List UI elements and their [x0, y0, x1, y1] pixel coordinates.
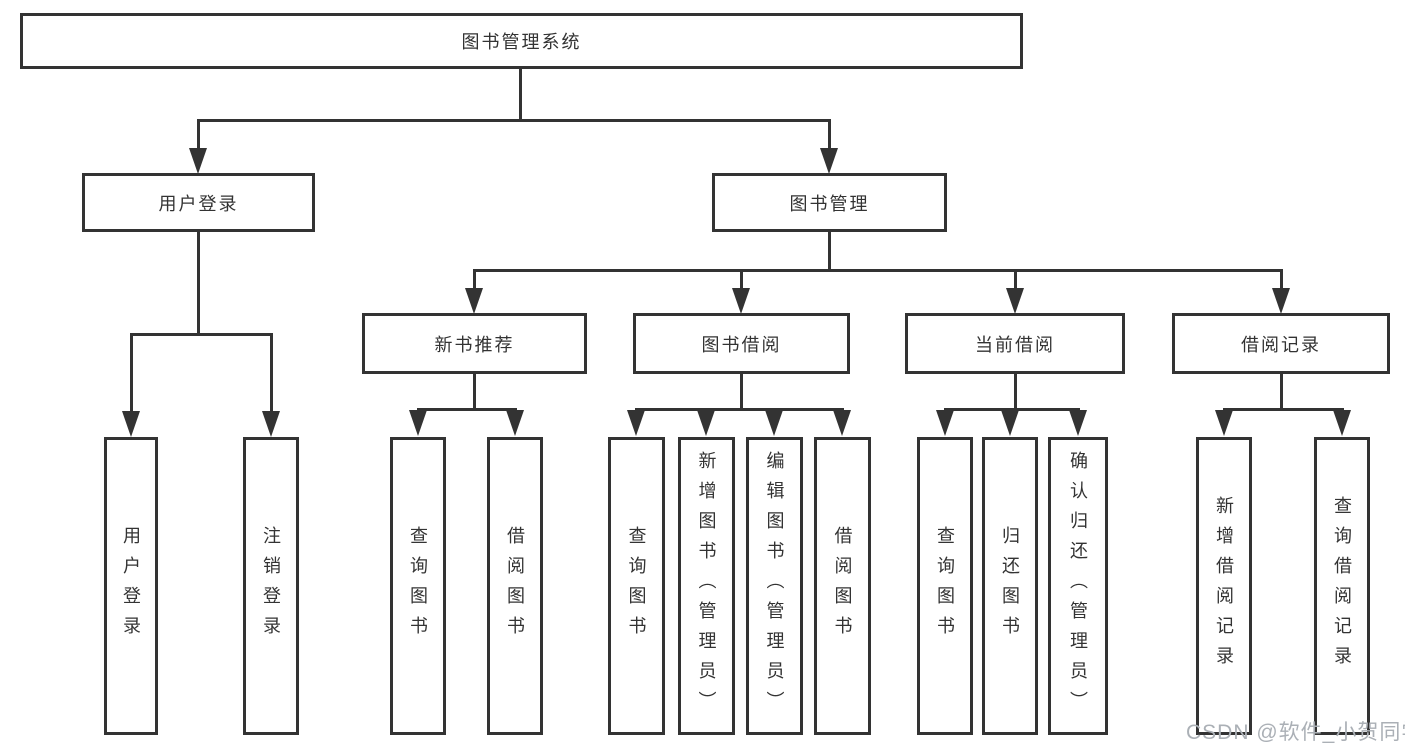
leaf-edit-book-admin: 编辑图书（管理员） [746, 437, 803, 735]
leaf-return-book: 归还图书 [982, 437, 1038, 735]
node-library-management-system: 图书管理系统 [20, 13, 1023, 69]
connector-line [473, 269, 1283, 272]
arrow-down-icon [833, 410, 851, 436]
connector-line [417, 408, 517, 411]
leaf-borrow-books-borrowing: 借阅图书 [814, 437, 871, 735]
node-label: 用户登录 [158, 193, 239, 214]
leaf-query-borrow-record: 查询借阅记录 [1314, 437, 1370, 735]
arrow-down-icon [1272, 288, 1290, 314]
connector-line [519, 69, 522, 121]
arrow-down-icon [627, 410, 645, 436]
leaf-label: 借阅图书 [505, 526, 525, 646]
node-current-borrowing: 当前借阅 [905, 313, 1125, 374]
leaf-query-books-borrowing: 查询图书 [608, 437, 665, 735]
connector-line [740, 269, 743, 291]
leaf-label: 新增借阅记录 [1214, 496, 1234, 676]
connector-line [270, 333, 273, 415]
leaf-add-borrow-record: 新增借阅记录 [1196, 437, 1252, 735]
arrow-down-icon [409, 410, 427, 436]
arrow-down-icon [1069, 410, 1087, 436]
arrow-down-icon [1215, 410, 1233, 436]
leaf-label: 借阅图书 [832, 526, 853, 646]
connector-line [635, 408, 844, 411]
leaf-label: 确认归还（管理员） [1068, 451, 1088, 721]
connector-line [1014, 374, 1017, 411]
node-user-login: 用户登录 [82, 173, 315, 232]
arrow-down-icon [1001, 410, 1019, 436]
arrow-down-icon [765, 410, 783, 436]
connector-line [1014, 269, 1017, 291]
arrow-down-icon [936, 410, 954, 436]
node-book-management: 图书管理 [712, 173, 947, 232]
leaf-user-login: 用户登录 [104, 437, 158, 735]
connector-line [944, 408, 1080, 411]
leaf-logout: 注销登录 [243, 437, 299, 735]
node-book-borrowing: 图书借阅 [633, 313, 850, 374]
node-label: 图书管理 [789, 193, 870, 214]
leaf-label: 注销登录 [261, 526, 281, 646]
node-label: 新书推荐 [434, 334, 515, 355]
node-label: 当前借阅 [975, 334, 1055, 355]
connector-line [473, 269, 476, 291]
leaf-query-books-current: 查询图书 [917, 437, 973, 735]
leaf-confirm-return-admin: 确认归还（管理员） [1048, 437, 1108, 735]
leaf-add-book-admin: 新增图书（管理员） [678, 437, 735, 735]
leaf-label: 编辑图书（管理员） [764, 451, 785, 721]
connector-line [130, 333, 133, 415]
leaf-label: 查询图书 [935, 526, 955, 646]
leaf-label: 查询图书 [626, 526, 647, 646]
connector-line [1223, 408, 1344, 411]
connector-line [130, 333, 273, 336]
leaf-label: 归还图书 [1000, 526, 1020, 646]
arrow-down-icon [506, 410, 524, 436]
connector-line [740, 374, 743, 411]
leaf-borrow-books-recommend: 借阅图书 [487, 437, 543, 735]
node-label: 借阅记录 [1241, 334, 1321, 355]
connector-line [1280, 269, 1283, 291]
node-label: 图书管理系统 [461, 32, 582, 52]
connector-line [828, 119, 831, 152]
arrow-down-icon [465, 288, 483, 314]
leaf-label: 查询图书 [408, 526, 428, 646]
arrow-down-icon [1333, 410, 1351, 436]
node-label: 图书借阅 [701, 334, 782, 355]
connector-line [197, 119, 831, 122]
arrow-down-icon [820, 148, 838, 174]
arrow-down-icon [1006, 288, 1024, 314]
leaf-label: 新增图书（管理员） [696, 451, 717, 721]
leaf-query-books-recommend: 查询图书 [390, 437, 446, 735]
watermark-text: CSDN @软件_小贺同学 [1186, 721, 1405, 744]
node-borrowing-records: 借阅记录 [1172, 313, 1390, 374]
node-new-book-recommend: 新书推荐 [362, 313, 587, 374]
connector-line [1280, 374, 1283, 411]
leaf-label: 用户登录 [121, 526, 141, 646]
arrow-down-icon [697, 410, 715, 436]
connector-line [197, 119, 200, 152]
arrow-down-icon [122, 411, 140, 437]
connector-line [473, 374, 476, 411]
connector-line [197, 232, 200, 336]
arrow-down-icon [732, 288, 750, 314]
leaf-label: 查询借阅记录 [1332, 496, 1352, 676]
arrow-down-icon [189, 148, 207, 174]
connector-line [828, 232, 831, 272]
arrow-down-icon [262, 411, 280, 437]
